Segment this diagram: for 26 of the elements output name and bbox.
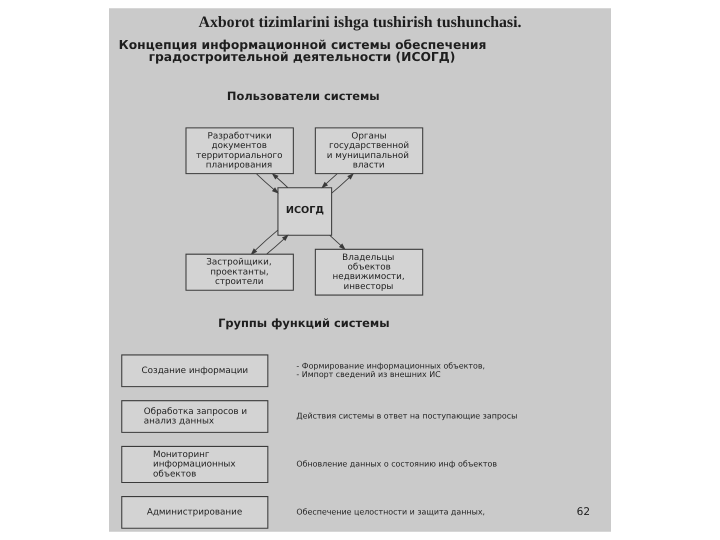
node-label: Действия системы в ответ на поступающие запросы bbox=[296, 411, 518, 420]
arrow bbox=[331, 173, 354, 194]
node-box: Разработчики документов территориального планирования bbox=[185, 127, 294, 174]
diagram-title: Axborot tizimlarini ishga tushirish tushunchasi. bbox=[198, 14, 522, 32]
arrow bbox=[256, 174, 279, 194]
arrow bbox=[329, 234, 346, 250]
label: Группы функций системы bbox=[218, 316, 390, 330]
label: Пользователи системы bbox=[226, 89, 380, 104]
node-box: Создание информации bbox=[121, 354, 268, 388]
label: Концепция информационной системы обеспечения градостроительной деятельности (ИСОГД) bbox=[118, 38, 486, 64]
node-box: Мониторинг информационных объектов bbox=[121, 446, 268, 484]
node-label: - Импорт сведений из внешних ИС bbox=[296, 370, 441, 380]
node-box: Органы государственной и муниципальной власти bbox=[314, 127, 424, 174]
arrow bbox=[272, 173, 288, 188]
node-box: Администрирование bbox=[121, 496, 268, 529]
arrow bbox=[266, 234, 289, 254]
node-box: Владельцы объектов недвижимости, инвесторы bbox=[314, 248, 424, 296]
arrow bbox=[250, 230, 278, 255]
node-label: - Формирование информационных объектов, bbox=[296, 361, 486, 370]
node-label: Обеспечение целостности и защита данных, bbox=[296, 507, 486, 516]
label: 62 bbox=[576, 506, 590, 518]
node-box: Обработка запросов и анализ данных bbox=[121, 400, 268, 433]
node-label: Обновление данных о состоянию инф объектов bbox=[296, 459, 498, 468]
node-box: ИСОГД bbox=[277, 187, 332, 236]
node-box: Застройщики, проектанты, строители bbox=[185, 254, 294, 291]
arrow bbox=[321, 174, 338, 188]
